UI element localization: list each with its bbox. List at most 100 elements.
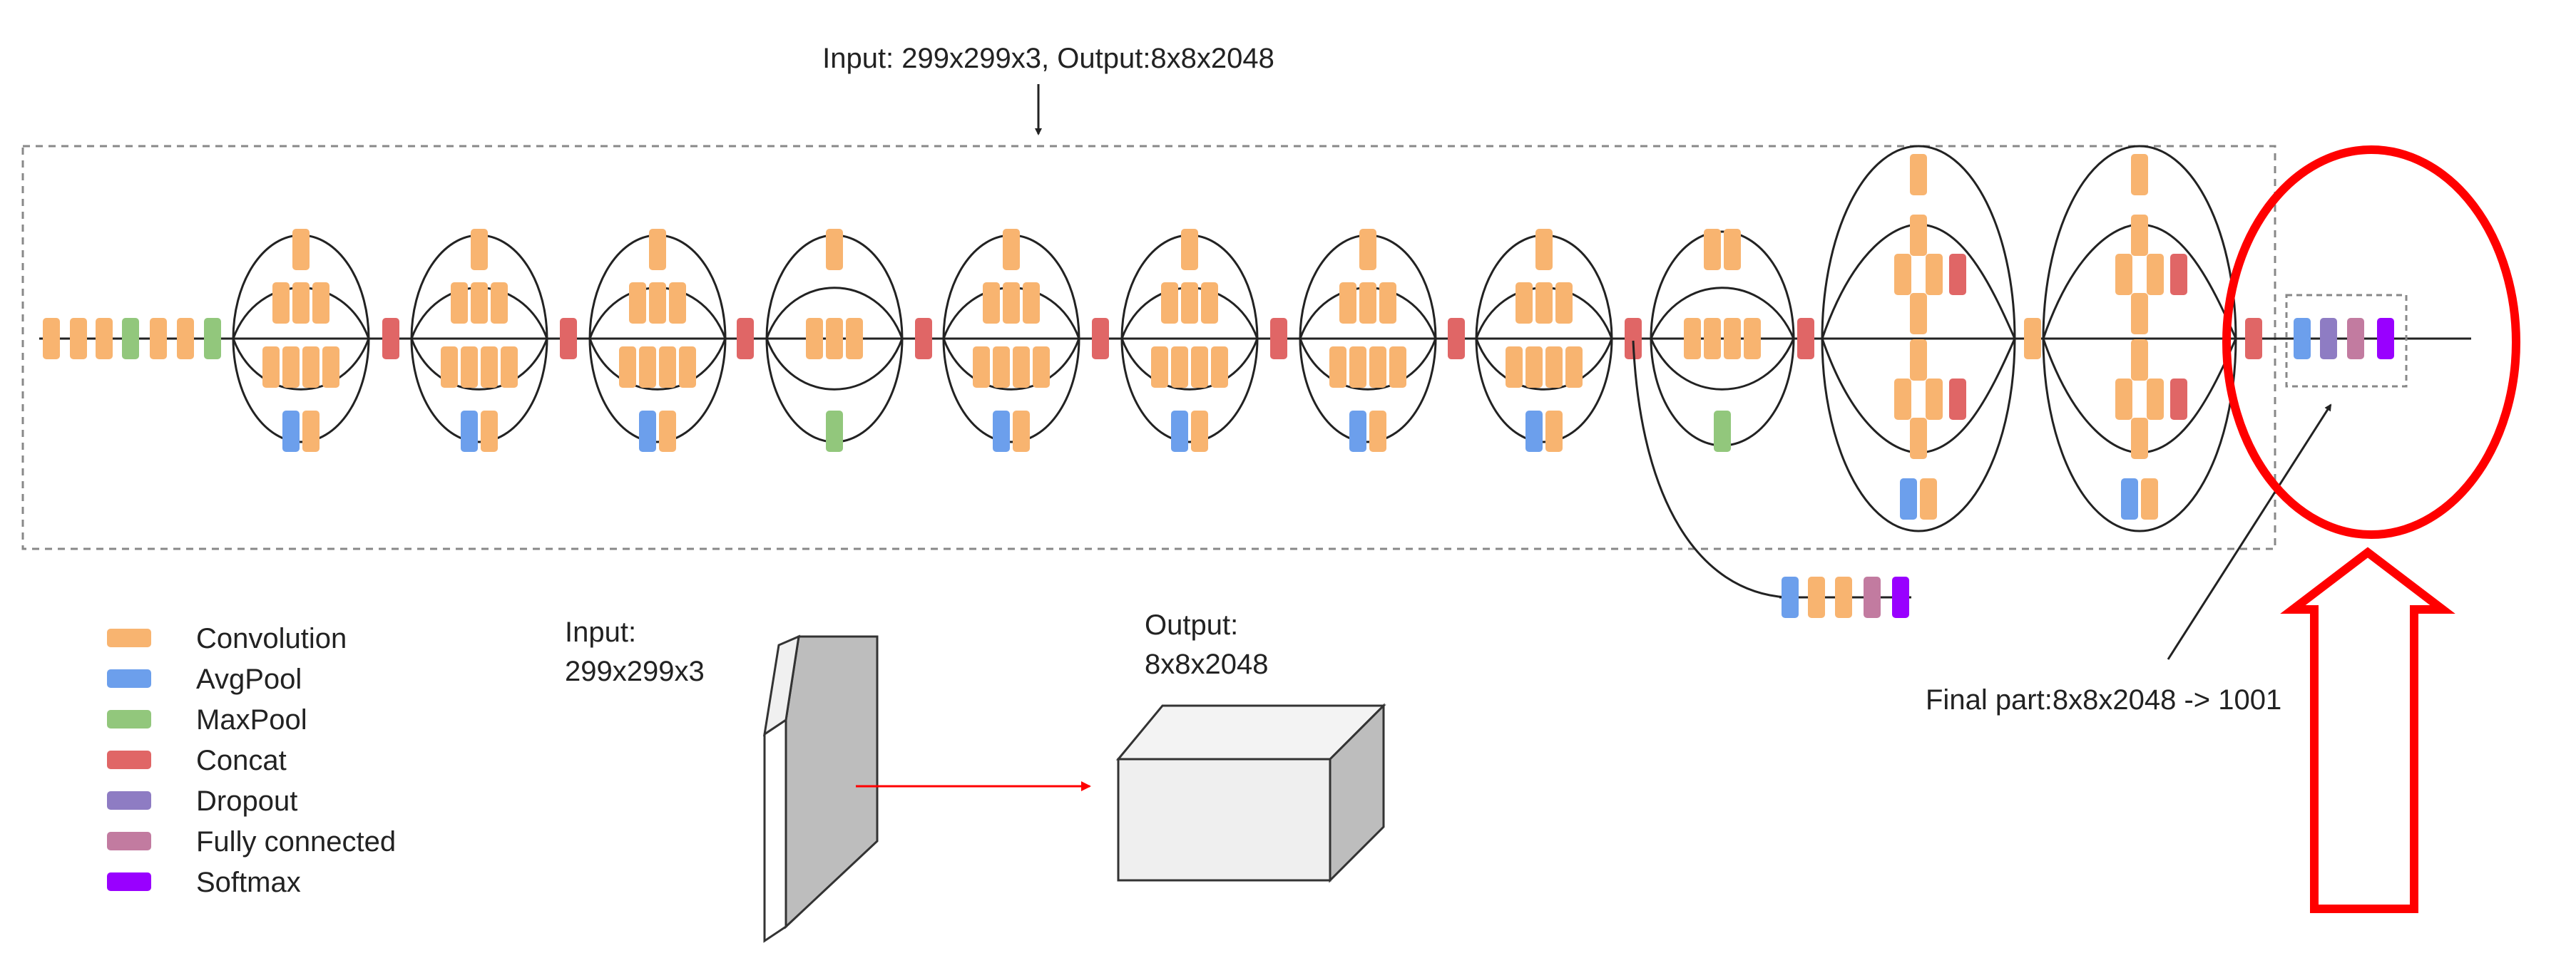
concat-layer-block xyxy=(737,318,754,359)
conv-layer-block xyxy=(1033,346,1050,388)
conv-layer-block xyxy=(1535,282,1553,324)
conv-layer-block xyxy=(491,282,508,324)
conv-layer-block xyxy=(1545,411,1563,452)
auxiliary-classifier xyxy=(1632,340,1911,618)
concat-layer-block xyxy=(1625,318,1642,359)
conv-layer-block xyxy=(1151,346,1168,388)
concat-layer-block xyxy=(1797,318,1814,359)
conv-layer-block xyxy=(1349,346,1366,388)
avgpool-layer-block xyxy=(1525,411,1543,452)
conv-layer-block xyxy=(1926,379,1943,420)
conv-layer-block xyxy=(150,318,167,359)
conv-layer-block xyxy=(619,346,636,388)
avgpool-layer-block xyxy=(282,411,300,452)
legend-label-softmax: Softmax xyxy=(196,867,301,898)
module-outline xyxy=(232,338,370,391)
conv-layer-block xyxy=(639,346,656,388)
conv-layer-block xyxy=(973,346,990,388)
softmax-layer-block xyxy=(2377,318,2394,359)
conv-layer-block xyxy=(2131,339,2148,381)
conv-layer-block xyxy=(1359,229,1376,270)
concat-layer-block xyxy=(2170,254,2187,295)
header-label: Input: 299x299x3, Output:8x8x2048 xyxy=(822,43,1274,74)
legend-label-avgpool: AvgPool xyxy=(196,664,302,695)
avgpool-layer-block xyxy=(1171,411,1188,452)
module-outline xyxy=(1632,340,1787,599)
conv-layer-block xyxy=(1808,577,1825,618)
conv-layer-block xyxy=(302,346,320,388)
conv-layer-block xyxy=(70,318,87,359)
conv-layer-block xyxy=(1369,411,1386,452)
conv-layer-block xyxy=(1910,418,1927,459)
conv-layer-block xyxy=(1329,346,1346,388)
legend-swatch-softmax xyxy=(107,872,151,891)
conv-layer-block xyxy=(2115,379,2132,420)
conv-layer-block xyxy=(659,346,676,388)
legend-swatch-concat xyxy=(107,751,151,769)
conv-layer-block xyxy=(1191,346,1208,388)
avgpool-layer-block xyxy=(1782,577,1799,618)
module-outline xyxy=(1918,223,2016,339)
legend-label-conv: Convolution xyxy=(196,623,347,654)
conv-layer-block xyxy=(177,318,194,359)
highlight-ellipse xyxy=(2222,145,2520,539)
module-outline xyxy=(1120,338,1259,391)
maxpool-layer-block xyxy=(1714,411,1731,452)
conv-layer-block xyxy=(1161,282,1178,324)
module-outline xyxy=(1650,338,1795,391)
conv-layer-block xyxy=(481,411,498,452)
module-outline xyxy=(1299,338,1437,391)
conv-layer-block xyxy=(1565,346,1583,388)
conv-layer-block xyxy=(1191,411,1208,452)
conv-layer-block xyxy=(272,282,290,324)
conv-layer-block xyxy=(629,282,646,324)
network-layers xyxy=(39,145,2471,532)
conv-layer-block xyxy=(1181,229,1198,270)
legend-label-fc: Fully connected xyxy=(196,826,396,858)
conv-layer-block xyxy=(282,346,300,388)
conv-layer-block xyxy=(2024,318,2041,359)
conv-layer-block xyxy=(1545,346,1563,388)
avgpool-layer-block xyxy=(1900,478,1917,520)
conv-layer-block xyxy=(1003,229,1020,270)
conv-layer-block xyxy=(1926,254,1943,295)
conv-layer-block xyxy=(2131,154,2148,195)
conv-layer-block xyxy=(1506,346,1523,388)
conv-layer-block xyxy=(1724,229,1741,270)
concat-layer-block xyxy=(1270,318,1287,359)
conv-layer-block xyxy=(1704,229,1721,270)
legend-label-dropout: Dropout xyxy=(196,786,297,817)
conv-layer-block xyxy=(471,282,488,324)
conv-layer-block xyxy=(2115,254,2132,295)
conv-layer-block xyxy=(1910,154,1927,195)
final-part-layers xyxy=(2294,318,2394,359)
concat-layer-block xyxy=(1448,318,1465,359)
conv-layer-block xyxy=(1535,229,1553,270)
concat-layer-block xyxy=(1949,254,1966,295)
conv-layer-block xyxy=(2131,293,2148,334)
conv-layer-block xyxy=(302,411,320,452)
output-label-1: Output: xyxy=(1145,609,1238,641)
avgpool-layer-block xyxy=(1349,411,1366,452)
legend-label-maxpool: MaxPool xyxy=(196,704,307,736)
conv-layer-block xyxy=(461,346,478,388)
conv-layer-block xyxy=(441,346,458,388)
conv-layer-block xyxy=(2141,478,2158,520)
conv-layer-block xyxy=(481,346,498,388)
network-boundary xyxy=(21,145,2276,550)
conv-layer-block xyxy=(1003,282,1020,324)
conv-layer-block xyxy=(451,282,468,324)
conv-layer-block xyxy=(312,282,329,324)
conv-layer-block xyxy=(322,346,339,388)
conv-layer-block xyxy=(1910,215,1927,256)
conv-layer-block xyxy=(649,229,666,270)
conv-layer-block xyxy=(1013,346,1030,388)
module-outline xyxy=(2042,223,2140,339)
input-volume xyxy=(762,634,879,943)
module-outline xyxy=(1475,338,1613,391)
conv-layer-block xyxy=(1171,346,1188,388)
avgpool-layer-block xyxy=(2294,318,2311,359)
conv-layer-block xyxy=(826,229,843,270)
conv-layer-block xyxy=(96,318,113,359)
module-outline xyxy=(410,338,548,391)
